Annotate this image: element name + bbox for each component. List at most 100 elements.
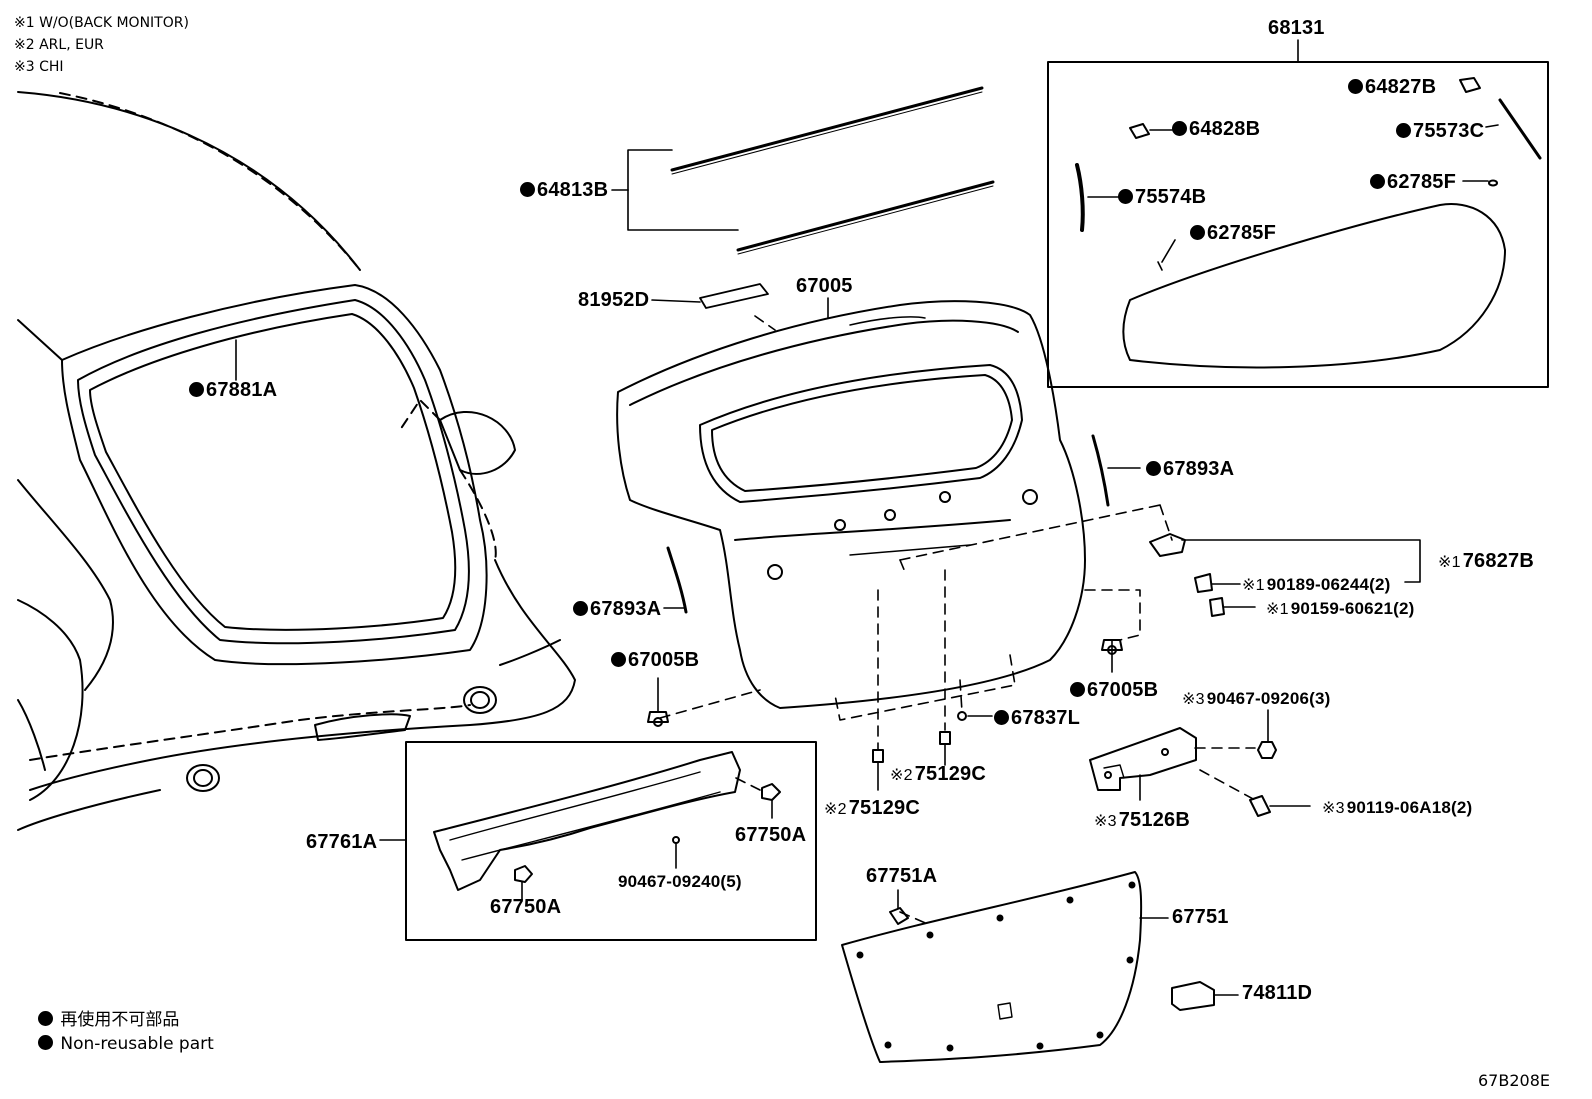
note-ref: ※1: [1242, 577, 1265, 594]
note-ref: ※3: [1182, 691, 1205, 708]
legend-jp: 再使用不可部品: [38, 1011, 179, 1029]
part-67881A[interactable]: 67881A: [189, 380, 277, 400]
assembly-67761A: [379, 741, 817, 941]
part-90467-09240[interactable]: 90467-09240(5): [618, 872, 742, 891]
part-64813B[interactable]: 64813B: [520, 180, 608, 200]
part-number: 90119-06A18(2): [1346, 798, 1473, 817]
part-number: 90189-06244(2): [1266, 575, 1391, 594]
part-67750A-left[interactable]: 67750A: [490, 896, 562, 918]
part-number: 75126B: [1118, 809, 1190, 831]
part-number: 76827B: [1462, 550, 1534, 572]
non-reusable-dot-icon: [573, 601, 588, 616]
non-reusable-dot-icon: [1146, 461, 1161, 476]
part-number: 67837L: [1011, 707, 1081, 729]
part-75573C[interactable]: 75573C: [1396, 121, 1484, 141]
part-number: 64827B: [1365, 76, 1437, 98]
non-reusable-dot-icon: [1118, 189, 1133, 204]
non-reusable-dot-icon: [994, 710, 1009, 725]
part-64827B[interactable]: 64827B: [1348, 77, 1436, 97]
center-leader-lines: [659, 315, 1256, 926]
part-number: 75129C: [914, 763, 986, 785]
part-number: 75573C: [1413, 120, 1485, 142]
non-reusable-dot-icon: [189, 382, 204, 397]
part-number: 67005B: [1087, 679, 1159, 701]
box-68131-title[interactable]: 68131: [1268, 17, 1325, 39]
part-67893A-right[interactable]: 67893A: [1146, 459, 1234, 479]
part-64828B[interactable]: 64828B: [1172, 119, 1260, 139]
legend-en: Non-reusable part: [38, 1035, 214, 1053]
non-reusable-dot-icon: [1348, 79, 1363, 94]
part-number: 62785F: [1387, 171, 1457, 193]
part-number: 90159-60621(2): [1290, 599, 1415, 618]
non-reusable-dot-icon: [1370, 174, 1385, 189]
strip-67893A-left: [666, 546, 688, 614]
clip-67837L: [957, 711, 967, 721]
diagram-code: 67B208E: [1478, 1071, 1550, 1090]
note-ref: ※1: [1266, 601, 1289, 618]
note-ref: ※2: [824, 801, 847, 818]
part-number: 64828B: [1189, 118, 1261, 140]
part-75574B[interactable]: 75574B: [1118, 187, 1206, 207]
part-number: 67005B: [628, 649, 700, 671]
part-number: 75574B: [1135, 186, 1207, 208]
legend-en-text: Non-reusable part: [60, 1034, 214, 1054]
part-67005B-right[interactable]: 67005B: [1070, 680, 1158, 700]
non-reusable-dot-icon: [1172, 121, 1187, 136]
part-number: 62785F: [1207, 222, 1277, 244]
non-reusable-dot-icon: [1396, 123, 1411, 138]
cover-74811D: [1171, 981, 1215, 1011]
note-3: ※3 CHI: [14, 59, 64, 75]
clip-67005B-right: [1101, 639, 1123, 673]
clip-67005B-left: [647, 677, 669, 727]
part-number: 67893A: [1163, 458, 1235, 480]
note-2: ※2 ARL, EUR: [14, 37, 104, 53]
part-number: 64813B: [537, 179, 609, 201]
part-67893A-left[interactable]: 67893A: [573, 599, 661, 619]
part-67751A[interactable]: 67751A: [866, 865, 938, 887]
part-67751[interactable]: 67751: [1172, 906, 1229, 928]
part-81952D[interactable]: 81952D: [578, 289, 650, 311]
strip-67893A-right: [1091, 434, 1110, 507]
spoiler-box-68131: [1047, 39, 1549, 388]
plate-81952D: [699, 283, 769, 309]
trim-board-67751: [841, 871, 1169, 1063]
vehicle-rear-body: [17, 91, 576, 831]
non-reusable-dot-icon: [1070, 682, 1085, 697]
part-number: 90467-09206(3): [1206, 689, 1331, 708]
part-62785F[interactable]: 62785F: [1190, 223, 1276, 243]
part-number: 67893A: [590, 598, 662, 620]
non-reusable-dot-icon: [38, 1011, 53, 1026]
camera-76827B: [1149, 533, 1421, 617]
part-67837L[interactable]: 67837L: [994, 708, 1080, 728]
non-reusable-dot-icon: [520, 182, 535, 197]
legend-jp-text: 再使用不可部品: [60, 1010, 180, 1030]
note-1: ※1 W/O(BACK MONITOR): [14, 15, 189, 31]
non-reusable-dot-icon: [1190, 225, 1205, 240]
molding-strips: [611, 86, 995, 255]
part-67750A-right[interactable]: 67750A: [735, 824, 807, 846]
non-reusable-dot-icon: [611, 652, 626, 667]
part-74811D[interactable]: 74811D: [1242, 982, 1313, 1004]
note-ref: ※3: [1322, 800, 1345, 817]
part-67761A[interactable]: 67761A: [306, 831, 378, 853]
note-ref: ※1: [1438, 554, 1461, 571]
bracket-75126B: [1089, 709, 1311, 817]
note-ref: ※3: [1094, 813, 1117, 830]
part-62785F-small[interactable]: 62785F: [1370, 172, 1456, 192]
part-67005[interactable]: 67005: [796, 275, 853, 297]
part-number: 67881A: [206, 379, 278, 401]
part-67005B-left[interactable]: 67005B: [611, 650, 699, 670]
part-number: 75129C: [848, 797, 920, 819]
non-reusable-dot-icon: [38, 1035, 53, 1050]
note-ref: ※2: [890, 767, 913, 784]
